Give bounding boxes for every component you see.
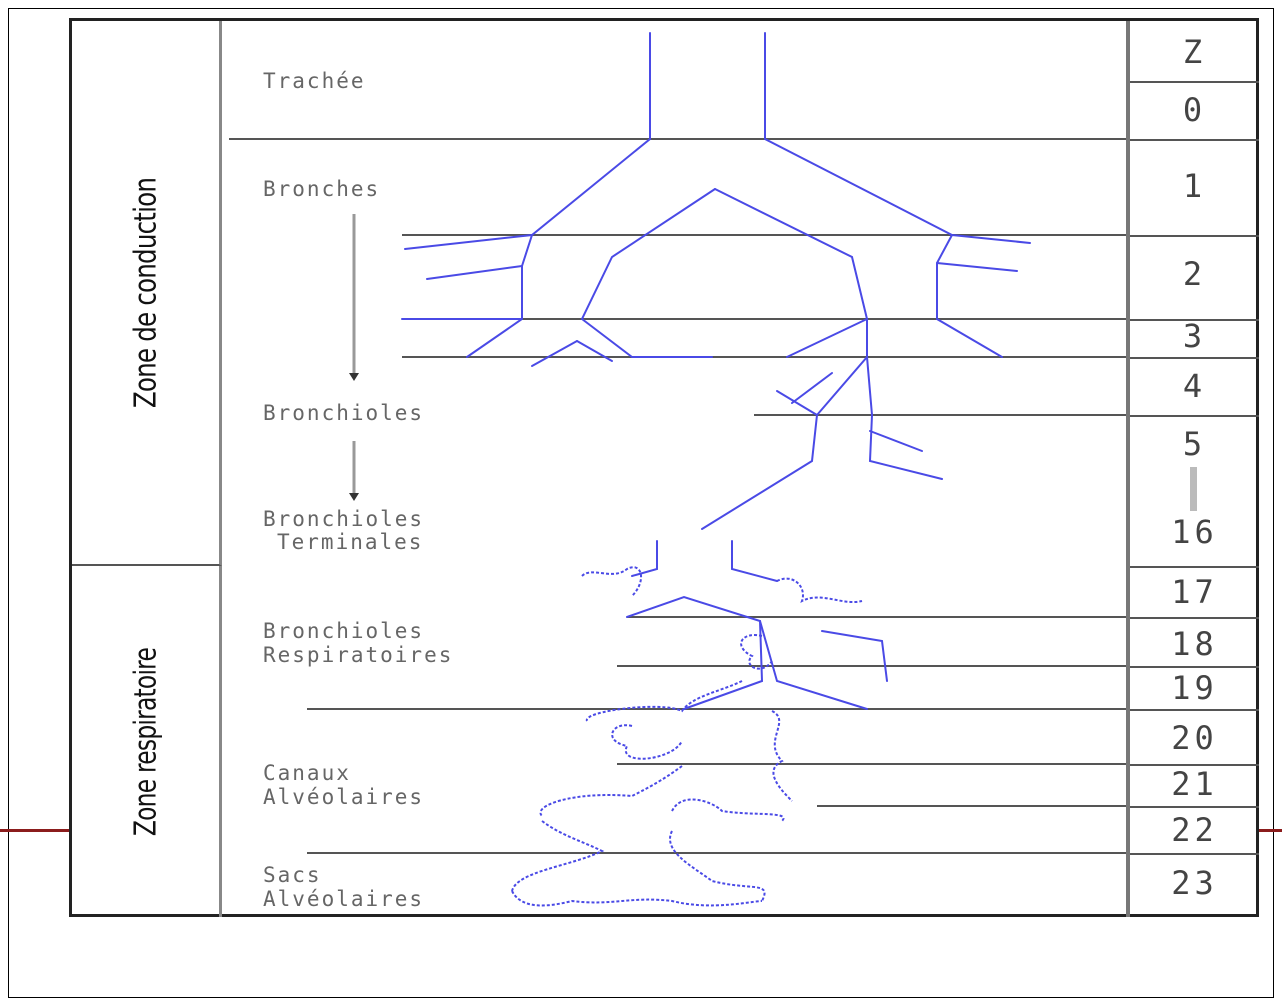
- label-canaux-alveolaires-1: Canaux: [263, 761, 351, 785]
- label-bronchioles-respiratoires-1: Bronchioles: [263, 619, 425, 643]
- generation-divider: [1130, 139, 1259, 141]
- generation-divider: [1130, 764, 1259, 766]
- label-canaux-alveolaires-2: Alvéolaires: [263, 785, 425, 809]
- generation-21: 21: [1171, 765, 1218, 803]
- generation-22: 22: [1171, 811, 1218, 849]
- generation-18: 18: [1171, 625, 1218, 663]
- generation-divider: [1130, 806, 1259, 808]
- generation-2: 2: [1182, 255, 1207, 293]
- generation-divider: [1130, 853, 1259, 855]
- generation-divider: [1130, 666, 1259, 668]
- generation-3: 3: [1182, 317, 1207, 355]
- conduction-zone-column: Zone de conduction: [72, 21, 222, 566]
- generation-16: 16: [1171, 513, 1218, 551]
- generation-header: Z: [1182, 33, 1207, 71]
- generation-17: 17: [1171, 573, 1218, 611]
- generation-column: Z 0 1 2 3 4 5 16 17 18 19 20 21 22 23: [1126, 21, 1259, 917]
- right-edge-mark: [1259, 829, 1282, 832]
- label-sacs-alveolaires-1: Sacs: [263, 863, 322, 887]
- label-trachee: Trachée: [263, 69, 366, 93]
- airway-generations-diagram: Zone de conduction Zone respiratoire: [69, 18, 1259, 917]
- left-edge-mark: [0, 829, 70, 832]
- generation-0: 0: [1182, 91, 1207, 129]
- generation-divider: [1130, 566, 1259, 568]
- generation-range-bar: [1190, 467, 1197, 511]
- airway-tree: [229, 32, 1126, 907]
- generation-divider: [1130, 319, 1259, 321]
- generation-divider: [1130, 709, 1259, 711]
- generation-divider: [1130, 357, 1259, 359]
- label-bronchioles-terminales-2: Terminales: [277, 530, 424, 554]
- generation-1: 1: [1182, 167, 1207, 205]
- label-bronchioles: Bronchioles: [263, 401, 425, 425]
- label-bronchioles-terminales-1: Bronchioles: [263, 507, 425, 531]
- generation-divider: [1130, 617, 1259, 619]
- label-bronchioles-respiratoires-2: Respiratoires: [263, 643, 454, 667]
- generation-divider: [1130, 81, 1259, 83]
- generation-divider: [1130, 235, 1259, 237]
- generation-divider: [1130, 415, 1259, 417]
- generation-5: 5: [1182, 425, 1207, 463]
- label-sacs-alveolaires-2: Alvéolaires: [263, 887, 425, 911]
- respiratory-zone-column: Zone respiratoire: [72, 566, 222, 917]
- generation-20: 20: [1171, 719, 1218, 757]
- label-bronches: Bronches: [263, 177, 381, 201]
- generation-23: 23: [1171, 864, 1218, 902]
- generation-4: 4: [1182, 367, 1207, 405]
- generation-19: 19: [1171, 669, 1218, 707]
